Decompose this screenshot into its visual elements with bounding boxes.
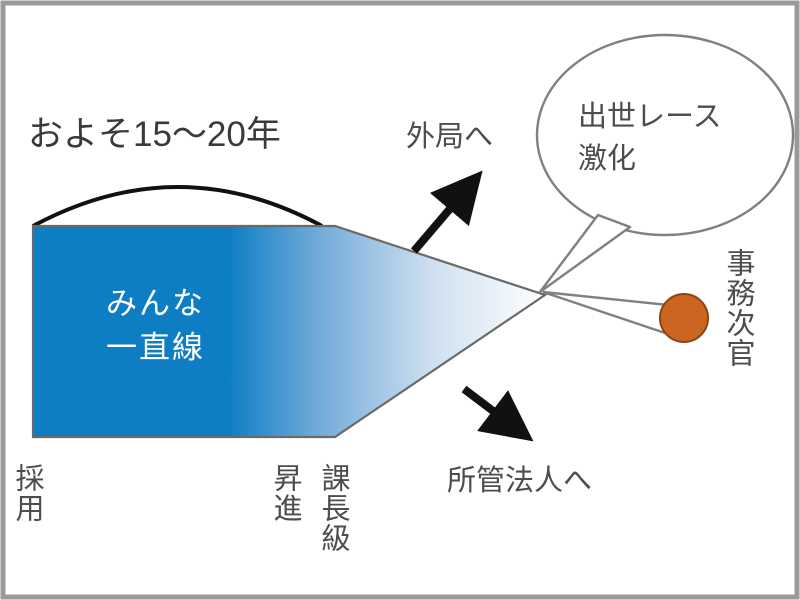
callout-bubble-tail	[538, 213, 632, 294]
band-label-line1: みんな	[106, 286, 205, 321]
arrow-down-right-icon	[461, 385, 534, 442]
endpoint-label: 事務次官	[722, 248, 754, 368]
connector-line-lower	[542, 290, 666, 335]
branch-up-label: 外局へ	[406, 121, 494, 153]
callout-text: 出世レース 激化	[578, 96, 722, 180]
axis-label-promotion: 昇進	[269, 463, 301, 523]
duration-label: およそ15～20年	[28, 115, 281, 154]
branch-down-label: 所管法人へ	[447, 465, 593, 497]
callout-bubble-shape	[535, 33, 795, 237]
career-band-shape	[31, 224, 548, 439]
band-label-line2: 一直線	[106, 330, 205, 366]
axis-label-start: 採用	[11, 463, 43, 523]
axis-label-rank: 課長級	[317, 463, 349, 553]
band-label: みんな 一直線	[106, 282, 205, 370]
callout-text-line2: 激化	[578, 143, 637, 176]
arrow-up-right-icon	[410, 170, 483, 254]
duration-arc	[32, 185, 323, 228]
callout-text-line1: 出世レース	[578, 101, 722, 133]
endpoint-orange-circle-icon	[659, 293, 709, 343]
connector-line-upper	[542, 290, 669, 307]
image-frame-inner	[5, 5, 795, 595]
